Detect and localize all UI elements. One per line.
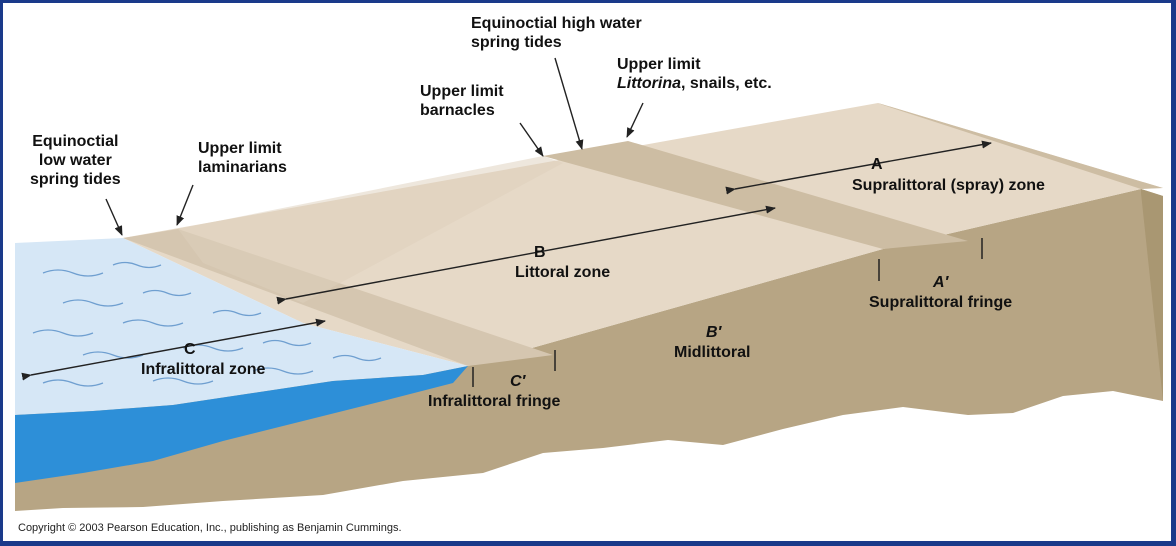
zone-c-letter: C — [184, 341, 196, 358]
label-upper-limit-littorina: Upper limit Littorina, snails, etc. — [617, 55, 772, 93]
pointer-littorina — [626, 102, 644, 138]
arrow-zone-c — [21, 318, 326, 381]
fringe-c-name: Infralittoral fringe — [428, 393, 561, 410]
zone-c-name: Infralittoral zone — [141, 361, 266, 378]
pointer-laminarians — [176, 184, 194, 226]
zone-b-letter: B — [534, 244, 546, 261]
label-equinoctial-low: Equinoctial low water spring tides — [30, 133, 121, 188]
fringe-a-name: Supralittoral fringe — [869, 294, 1013, 311]
littorina-italic: Littorina — [617, 75, 681, 92]
arrow-zone-a — [725, 140, 992, 195]
cliff-face — [15, 189, 1163, 511]
water-deep — [15, 366, 468, 483]
littorina-line1: Upper limit — [617, 56, 701, 73]
zone-a-name: Supralittoral (spray) zone — [852, 177, 1045, 194]
shore-zonation-diagram — [15, 57, 1163, 511]
zone-b-name: Littoral zone — [515, 264, 611, 281]
zone-a-letter: A — [871, 156, 883, 173]
pointer-equinoctial-high — [554, 57, 584, 150]
fringe-c-letter: C′ — [510, 373, 526, 390]
copyright-notice: Copyright © 2003 Pearson Education, Inc.… — [18, 522, 402, 534]
littorina-rest: , snails, etc. — [681, 75, 772, 92]
label-upper-limit-barnacles: Upper limit barnacles — [420, 83, 504, 119]
fringe-b-name: Midlittoral — [674, 344, 751, 361]
band-upper-edge — [878, 103, 1163, 189]
label-upper-limit-laminarians: Upper limit laminarians — [198, 140, 287, 176]
label-equinoctial-high: Equinoctial high water spring tides — [471, 15, 642, 51]
pointer-barnacles — [519, 122, 544, 157]
fringe-a-letter: A′ — [933, 274, 949, 291]
band-barnacles — [543, 141, 968, 249]
pointer-equinoctial-low — [105, 198, 123, 236]
cliff-end-face — [1141, 189, 1163, 401]
arrow-zone-b — [276, 205, 776, 305]
diagram-frame: Equinoctial low water spring tides Upper… — [3, 3, 1171, 541]
fringe-b-letter: B′ — [706, 324, 722, 341]
